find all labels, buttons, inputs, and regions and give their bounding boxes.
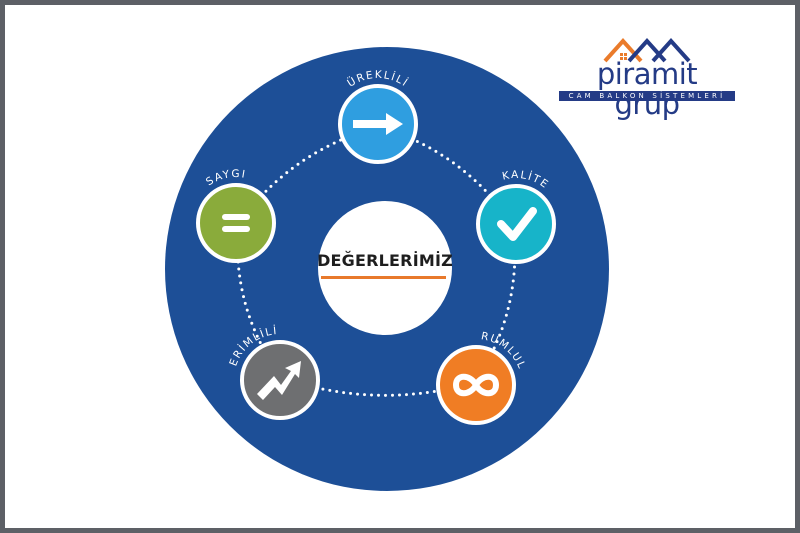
node-sorumluluk xyxy=(436,345,516,425)
center-underline xyxy=(321,276,446,279)
connector-verimlilik xyxy=(236,256,265,351)
node-group xyxy=(196,84,556,425)
connector-dots xyxy=(236,137,517,397)
center-label: DEĞERLERİMİZ xyxy=(317,251,453,270)
logo-wordmark: piramit grup xyxy=(596,57,698,121)
node-circle-kalite xyxy=(476,184,556,264)
node-circle-verimlilik xyxy=(240,340,320,420)
company-logo: piramit grup CAM BALKON SİSTEMLERİ xyxy=(557,37,739,119)
checkmark-icon xyxy=(497,207,537,241)
logo-tagline: CAM BALKON SİSTEMLERİ xyxy=(568,92,726,100)
center-circle xyxy=(318,201,452,335)
node-verimlilik xyxy=(240,340,320,420)
connector-sureklilik xyxy=(409,137,493,199)
connector-saygi xyxy=(259,137,345,198)
values-diagram: SÜREKLİLİKKALİTESORUMLULUKVERİMLİLİKSAYG… xyxy=(5,5,609,491)
connector-kalite xyxy=(490,258,517,355)
node-sureklilik xyxy=(338,84,418,164)
node-saygi xyxy=(196,183,276,263)
node-kalite xyxy=(476,184,556,264)
node-label-sureklilik: SÜREKLİLİK xyxy=(5,5,411,90)
node-circle-saygi xyxy=(196,183,276,263)
connector-sorumluluk xyxy=(319,387,436,397)
equals-icon xyxy=(222,214,250,232)
trend-up-icon xyxy=(257,361,301,400)
infinity-icon xyxy=(452,373,500,397)
house-roofs-icon xyxy=(603,38,691,63)
diagram-frame: SÜREKLİLİKKALİTESORUMLULUKVERİMLİLİKSAYG… xyxy=(5,5,795,528)
logo-tagline-bar xyxy=(559,91,735,101)
arrow-right-icon xyxy=(353,113,403,135)
